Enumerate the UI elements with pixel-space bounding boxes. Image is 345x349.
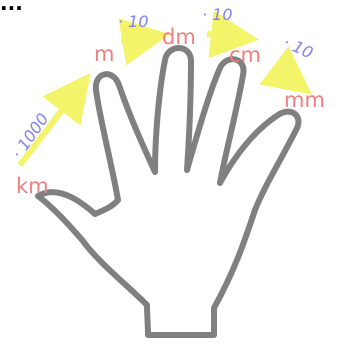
arrow-m-to-dm <box>121 38 146 42</box>
arrow-cm-to-mm <box>276 67 293 80</box>
unit-label-cm: cm <box>229 43 261 67</box>
arrow-dm-to-cm <box>207 34 235 37</box>
unit-label-dm: dm <box>162 25 196 49</box>
factor-label-dm-to-cm: · 10 <box>202 5 233 24</box>
heading-ellipsis: ... <box>0 0 23 15</box>
unit-label-mm: mm <box>284 88 325 112</box>
unit-label-m: m <box>94 42 114 66</box>
hand-outline <box>38 48 298 335</box>
factor-label-m-to-dm: · 10 <box>118 12 149 31</box>
factor-label-cm-to-mm: · 10 <box>280 32 316 62</box>
unit-label-km: km <box>16 174 49 198</box>
